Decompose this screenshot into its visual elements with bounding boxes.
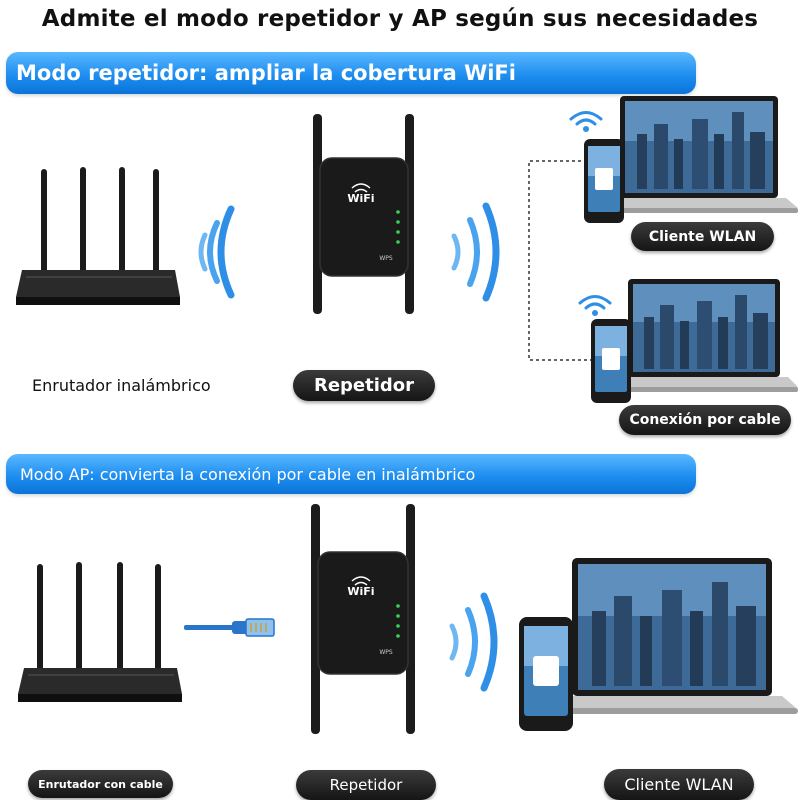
repeater-label: Repetidor [313,375,415,396]
wifi-signal-icon [578,295,612,316]
wired-connection-pill: Conexión por cable [619,405,791,435]
repeater-mode-banner-text: Modo repetidor: ampliar la cobertura WiF… [16,61,516,85]
connector-lines [528,160,591,361]
client-wlan-label-top: Cliente WLAN [648,228,757,245]
wps-label: WPS [379,255,393,262]
client-wlan-label-ap: Cliente WLAN [624,775,734,794]
router-icon [16,167,180,305]
ap-mode-banner: Modo AP: convierta la conexión por cable… [6,454,696,494]
wifi-waves-icon [451,202,500,302]
repeater-icon: WiFi WPS [313,114,414,314]
ap-mode-banner-text: Modo AP: convierta la conexión por cable… [20,464,476,484]
device-logo: WiFi [347,192,374,205]
wired-connection-label: Conexión por cable [629,412,781,428]
repeater-icon: WiFi WPS [311,504,415,734]
wifi-signal-icon [569,111,603,132]
page-title: Admite el modo repetidor y AP según sus … [41,6,759,32]
phone-icon [584,139,624,223]
router-icon [18,562,182,702]
wifi-waves-icon [449,592,498,692]
wifi-waves-icon [198,205,235,299]
laptop-icon [558,558,798,714]
laptop-icon [608,96,798,213]
wired-router-pill: Enrutador con cable [28,770,173,798]
repeater-label-ap: Repetidor [329,776,403,794]
phone-icon [591,319,631,403]
phone-icon [519,617,573,731]
device-logo: WiFi [347,585,374,598]
repeater-mode-banner: Modo repetidor: ampliar la cobertura WiF… [6,52,696,94]
client-wlan-pill-ap: Cliente WLAN [604,769,754,800]
wired-router-label: Enrutador con cable [38,777,163,791]
ethernet-cable-icon [184,618,275,637]
repeater-label-pill: Repetidor [293,370,435,401]
wireless-router-label: Enrutador inalámbrico [32,376,211,395]
laptop-icon [616,279,798,392]
repeater-label-pill-ap: Repetidor [296,770,436,800]
client-wlan-pill-top: Cliente WLAN [631,222,774,251]
wps-label: WPS [379,649,393,656]
